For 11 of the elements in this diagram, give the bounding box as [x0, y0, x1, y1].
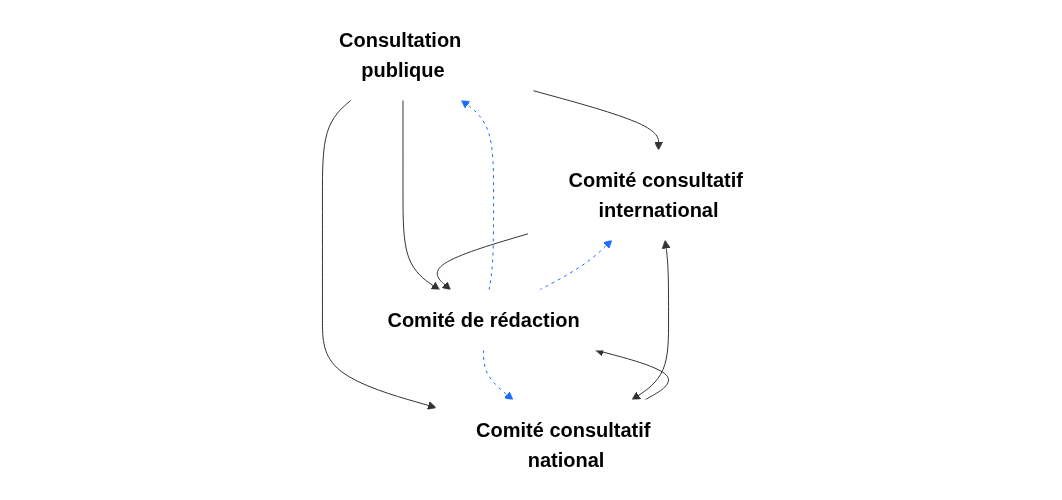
arrow — [532, 90, 664, 151]
node-text: Comité de rédaction — [387, 308, 580, 331]
arrow — [436, 233, 530, 291]
arrow — [402, 99, 441, 291]
arrow — [461, 99, 495, 291]
node-text: Consultation publique — [339, 29, 462, 81]
arrow — [322, 99, 437, 410]
node-text: Comité consultatif national — [476, 418, 651, 471]
arrow — [483, 349, 514, 401]
node-text: Comité consultatif international — [568, 168, 744, 221]
arrow — [631, 240, 671, 401]
